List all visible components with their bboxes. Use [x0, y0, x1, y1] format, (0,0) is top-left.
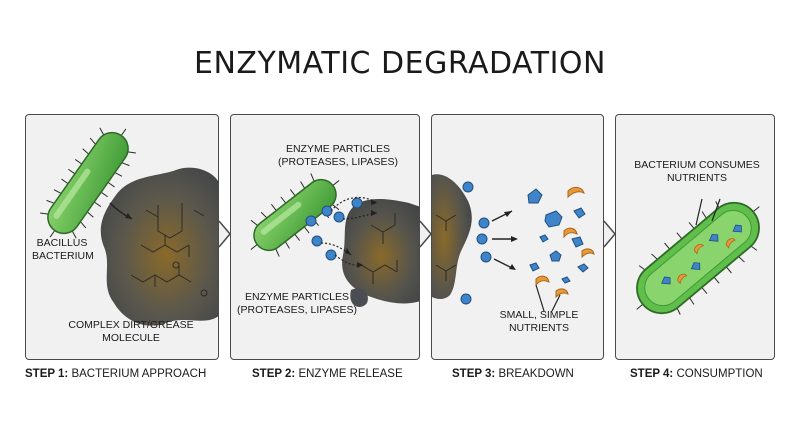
step-2-caption: STEP 2: ENZYME RELEASE	[252, 368, 403, 380]
panel-step-1: BACILLUS BACTERIUM COMPLEX DIRT/GREASE M…	[25, 114, 219, 360]
step-1-name: BACTERIUM APPROACH	[71, 368, 207, 380]
grease-molecule-icon	[342, 199, 419, 304]
panel-step-2: ENZYME PARTICLES (PROTEASES, LIPASES) EN…	[230, 114, 420, 360]
nutrients-label: SMALL, SIMPLE NUTRIENTS	[499, 309, 579, 334]
bacterium-icon	[40, 127, 136, 239]
chevron-right-icon	[419, 220, 432, 248]
enzyme-label-top: ENZYME PARTICLES (PROTEASES, LIPASES)	[277, 143, 398, 168]
grease-molecule-icon	[100, 167, 218, 326]
panel-1-illustration	[40, 127, 218, 326]
panel-step-4: BACTERIUM CONSUMES NUTRIENTS	[615, 114, 775, 360]
panel-2-illustration	[250, 173, 419, 307]
step-4-name: CONSUMPTION	[676, 368, 763, 380]
enzyme-particle-icon	[460, 181, 492, 305]
step-1-number: STEP 1:	[25, 368, 69, 380]
chevron-right-icon	[603, 220, 616, 248]
panel-4-illustration	[636, 198, 760, 315]
bacterium-label: BACILLUS BACTERIUM	[32, 237, 94, 262]
step-1-caption: STEP 1: BACTERIUM APPROACH	[25, 368, 206, 380]
chevron-right-icon	[218, 220, 231, 248]
step-4-caption: STEP 4: CONSUMPTION	[630, 368, 763, 380]
step-2-number: STEP 2:	[252, 368, 296, 380]
panel-step-3: SMALL, SIMPLE NUTRIENTS	[431, 114, 604, 360]
diagram-title: ENZYMATIC DEGRADATION	[194, 46, 606, 81]
consumes-label: BACTERIUM CONSUMES NUTRIENTS	[634, 159, 760, 184]
enzyme-particle-icon	[305, 197, 363, 261]
step-3-caption: STEP 3: BREAKDOWN	[452, 368, 574, 380]
panel-3-illustration	[432, 174, 595, 312]
bacterium-icon	[636, 201, 760, 315]
nutrient-fragment-icon	[527, 188, 589, 284]
enzyme-label-bottom: ENZYME PARTICLES (PROTEASES, LIPASES)	[237, 291, 358, 316]
step-3-number: STEP 3:	[452, 368, 496, 380]
grease-molecule-icon	[432, 174, 472, 299]
step-2-name: ENZYME RELEASE	[298, 368, 403, 380]
molecule-label: COMPLEX DIRT/GREASE MOLECULE	[68, 319, 194, 344]
step-3-name: BREAKDOWN	[498, 368, 574, 380]
step-4-number: STEP 4:	[630, 368, 674, 380]
